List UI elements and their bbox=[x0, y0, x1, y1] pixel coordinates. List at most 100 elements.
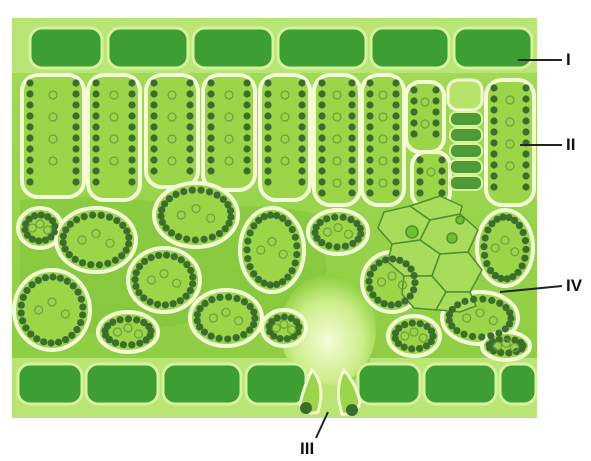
chloroplast bbox=[410, 108, 417, 115]
chloroplast bbox=[72, 156, 79, 163]
chloroplast bbox=[207, 156, 214, 163]
chloroplast bbox=[298, 101, 305, 108]
chloroplast bbox=[55, 339, 62, 346]
chloroplast bbox=[177, 297, 184, 304]
chloroplast bbox=[200, 236, 207, 243]
chloroplast bbox=[382, 256, 389, 263]
chloroplast bbox=[79, 311, 86, 318]
chloroplast bbox=[29, 281, 36, 288]
chloroplast bbox=[128, 156, 135, 163]
chloroplast bbox=[522, 161, 529, 168]
chloroplast bbox=[180, 188, 187, 195]
chloroplast bbox=[73, 326, 80, 333]
chloroplast bbox=[227, 207, 234, 214]
chloroplast bbox=[26, 156, 33, 163]
chloroplast bbox=[38, 211, 45, 218]
chloroplast bbox=[490, 106, 497, 113]
chloroplast bbox=[365, 278, 372, 285]
chloroplast bbox=[131, 276, 138, 283]
chloroplast bbox=[207, 167, 214, 174]
chloroplast bbox=[325, 242, 332, 249]
chloroplast bbox=[157, 213, 164, 220]
chloroplast bbox=[72, 256, 79, 263]
chloroplast bbox=[133, 269, 140, 276]
chloroplast bbox=[482, 234, 489, 241]
chloroplast bbox=[342, 243, 349, 250]
chloroplast bbox=[250, 309, 257, 316]
chloroplast bbox=[370, 264, 377, 271]
chloroplast bbox=[26, 123, 33, 130]
chloroplast bbox=[521, 254, 528, 261]
chloroplast bbox=[243, 145, 250, 152]
chloroplast bbox=[392, 189, 399, 196]
chloroplast bbox=[416, 178, 423, 185]
chloroplast bbox=[374, 297, 381, 304]
chloroplast bbox=[187, 267, 194, 274]
chloroplast bbox=[389, 255, 396, 262]
chloroplast bbox=[402, 260, 409, 267]
chloroplast bbox=[178, 256, 185, 263]
chloroplast bbox=[67, 221, 74, 228]
chloroplast bbox=[264, 134, 271, 141]
chloroplast bbox=[428, 327, 435, 334]
chloroplast bbox=[454, 301, 461, 308]
chloroplast bbox=[333, 243, 340, 250]
chloroplast bbox=[89, 212, 96, 219]
chloroplast bbox=[432, 130, 439, 137]
chloroplast bbox=[162, 301, 169, 308]
chloroplast bbox=[92, 112, 99, 119]
chloroplast bbox=[92, 167, 99, 174]
chloroplast bbox=[264, 101, 271, 108]
chloroplast bbox=[348, 112, 355, 119]
chloroplast bbox=[143, 336, 150, 343]
chloroplast bbox=[92, 145, 99, 152]
chloroplast bbox=[522, 183, 529, 190]
chloroplast bbox=[244, 255, 251, 262]
chloroplast bbox=[216, 294, 223, 301]
chloroplast bbox=[136, 263, 143, 270]
chloroplast bbox=[410, 97, 417, 104]
chloroplast bbox=[490, 183, 497, 190]
chloroplast bbox=[410, 130, 417, 137]
vascular-stack bbox=[448, 80, 482, 190]
chloroplast bbox=[243, 167, 250, 174]
chloroplast bbox=[72, 145, 79, 152]
chloroplast bbox=[460, 331, 467, 338]
chloroplast bbox=[396, 257, 403, 264]
chloroplast bbox=[347, 216, 354, 223]
chloroplast bbox=[168, 229, 175, 236]
chloroplast bbox=[416, 156, 423, 163]
chloroplast bbox=[187, 287, 194, 294]
chloroplast bbox=[128, 134, 135, 141]
chloroplast bbox=[120, 341, 127, 348]
chloroplast bbox=[369, 291, 376, 298]
chloroplast bbox=[243, 123, 250, 130]
chloroplast bbox=[366, 79, 373, 86]
chloroplast bbox=[78, 296, 85, 303]
chloroplast bbox=[522, 172, 529, 179]
chloroplast bbox=[150, 101, 157, 108]
chloroplast bbox=[26, 90, 33, 97]
chloroplast bbox=[40, 338, 47, 345]
chloroplast bbox=[392, 101, 399, 108]
chloroplast bbox=[186, 156, 193, 163]
chloroplast bbox=[264, 145, 271, 152]
label-II: II bbox=[566, 136, 575, 153]
chloroplast bbox=[298, 90, 305, 97]
chloroplast bbox=[438, 178, 445, 185]
chloroplast bbox=[133, 316, 140, 323]
chloroplast bbox=[197, 187, 204, 194]
chloroplast bbox=[348, 145, 355, 152]
chloroplast bbox=[207, 134, 214, 141]
chloroplast bbox=[522, 237, 529, 244]
chloroplast bbox=[123, 247, 130, 254]
chloroplast bbox=[72, 134, 79, 141]
chloroplast bbox=[222, 225, 229, 232]
chloroplast bbox=[150, 90, 157, 97]
chloroplast bbox=[478, 333, 485, 340]
chloroplast bbox=[281, 313, 288, 320]
chloroplast bbox=[348, 79, 355, 86]
chloroplast bbox=[366, 112, 373, 119]
chloroplast bbox=[388, 301, 395, 308]
chloroplast bbox=[209, 234, 216, 241]
